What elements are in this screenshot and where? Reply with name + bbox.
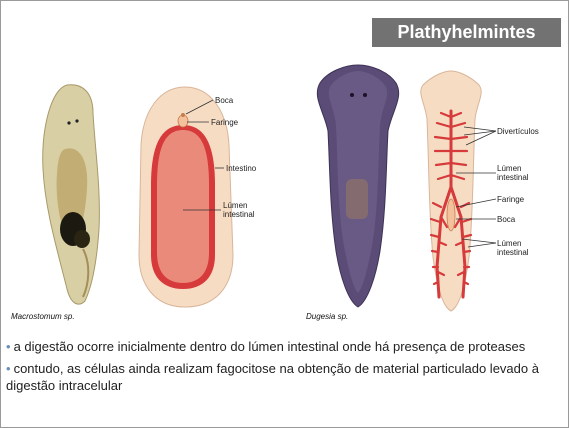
label-intestino: Intestino	[226, 164, 256, 173]
right-leader-lines	[456, 121, 501, 251]
label-boca-right: Boca	[497, 215, 515, 224]
label-lumen-left-2: intestinal	[223, 210, 255, 219]
macrostomum-diagram	[129, 85, 279, 311]
bullet-list: •a digestão ocorre inicialmente dentro d…	[6, 338, 564, 399]
label-lumen-right2-1: Lúmen	[497, 239, 521, 248]
bullet-text: a digestão ocorre inicialmente dentro do…	[14, 339, 526, 354]
label-faringe-left: Faringe	[211, 118, 238, 127]
bullet-item: •a digestão ocorre inicialmente dentro d…	[6, 338, 564, 355]
bullet-marker: •	[6, 361, 11, 376]
macrostomum-photo	[27, 79, 117, 309]
label-lumen-left-1: Lúmen	[223, 201, 247, 210]
label-lumen-right1-2: intestinal	[497, 173, 529, 182]
macrostomum-caption: Macrostomum sp.	[11, 312, 75, 321]
label-lumen-right2-2: intestinal	[497, 248, 529, 257]
dugesia-photo	[306, 61, 410, 311]
slide-title: Plathyhelmintes	[372, 18, 561, 47]
bullet-marker: •	[6, 339, 11, 354]
label-faringe-right: Faringe	[497, 195, 524, 204]
bullet-item: •contudo, as células ainda realizam fago…	[6, 360, 564, 394]
label-boca-left: Boca	[215, 96, 233, 105]
label-diverticulos: Divertículos	[497, 127, 539, 136]
label-lumen-right1-1: Lúmen	[497, 164, 521, 173]
bullet-text: contudo, as células ainda realizam fagoc…	[6, 361, 539, 393]
dugesia-caption: Dugesia sp.	[306, 312, 348, 321]
